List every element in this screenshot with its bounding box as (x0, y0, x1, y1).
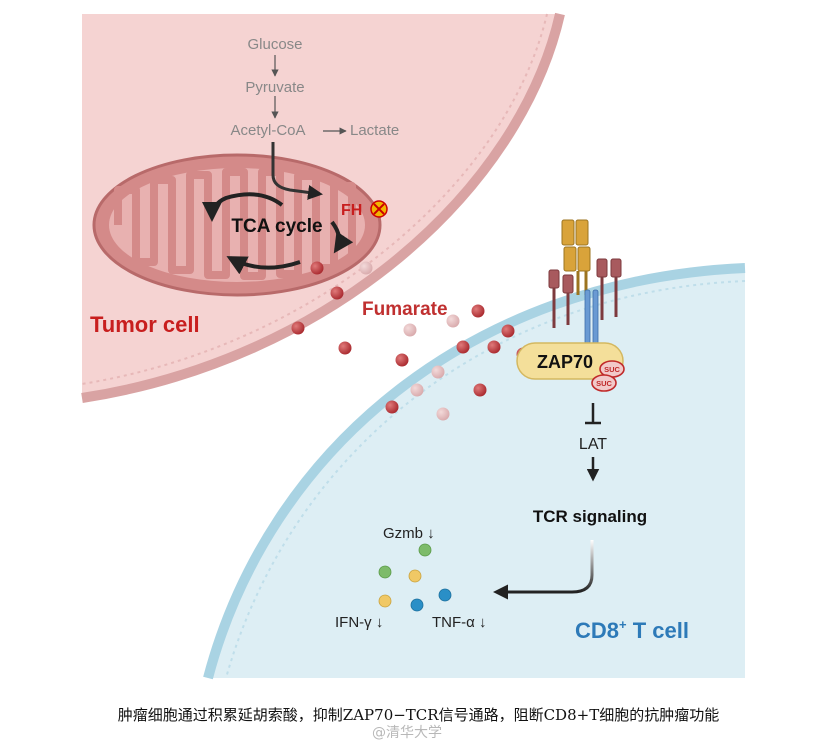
fumarate-molecule (473, 383, 487, 397)
fumarate-molecule (501, 324, 515, 338)
suc-badge-2 (591, 374, 617, 392)
zap70-kinase: ZAP70 SUC SUC (516, 342, 625, 392)
fumarate-molecule (338, 341, 352, 355)
figure-caption: 肿瘤细胞通过积累延胡索酸，抑制ZAP70−TCR信号通路，阻断CD8+T细胞的抗… (117, 706, 720, 724)
cd8-text: CD8 (575, 618, 619, 643)
zap70-label: ZAP70 (537, 352, 593, 372)
cd8-superscript: + (619, 617, 627, 632)
lactate-label: Lactate (350, 122, 399, 139)
tcr-signaling-label: TCR signaling (533, 507, 647, 526)
suc-label-2: SUC (596, 379, 612, 388)
acetyl-coa-label: Acetyl-CoA (230, 122, 305, 139)
fumarate-molecule (410, 383, 424, 397)
glucose-label: Glucose (247, 36, 302, 53)
fumarate-molecule (291, 321, 305, 335)
cytokine-dots (378, 543, 452, 612)
fumarate-molecules (291, 261, 530, 421)
fh-label: FH (341, 202, 362, 219)
pyruvate-label: Pyruvate (245, 79, 304, 96)
glycolysis-arrows (271, 55, 347, 200)
signaling-to-cytokines-arrow (493, 540, 594, 600)
gzmb-label: Gzmb ↓ (383, 525, 435, 542)
fumarate-molecule (471, 304, 485, 318)
t-cell-text: T cell (627, 618, 689, 643)
tca-cycle-label: TCA cycle (231, 216, 322, 237)
fumarate-molecule (395, 353, 409, 367)
tcr-receptor-complex (548, 219, 622, 347)
tumor-cell-label: Tumor cell (90, 312, 200, 337)
suc-label-1: SUC (604, 365, 620, 374)
fumarate-molecule (456, 340, 470, 354)
tca-cycle-arrows (202, 192, 354, 275)
fumarate-molecule (385, 400, 399, 414)
watermark: @清华大学 (372, 725, 442, 741)
fumarate-molecule (330, 286, 344, 300)
ifn-gamma-label: IFN-γ ↓ (335, 614, 383, 631)
fumarate-molecule (436, 407, 450, 421)
fh-inhibited-icon (370, 200, 388, 218)
fumarate-molecule (310, 261, 324, 275)
cd8-t-cell-label: CD8+ T cell (575, 617, 689, 643)
lat-inhibition-mark (585, 403, 601, 425)
fumarate-molecule (487, 340, 501, 354)
fumarate-molecule (359, 261, 373, 275)
lat-label: LAT (579, 436, 607, 453)
fumarate-label: Fumarate (362, 299, 448, 320)
fumarate-molecule (431, 365, 445, 379)
tnf-alpha-label: TNF-α ↓ (432, 614, 487, 631)
fumarate-molecule (403, 323, 417, 337)
fumarate-molecule (446, 314, 460, 328)
